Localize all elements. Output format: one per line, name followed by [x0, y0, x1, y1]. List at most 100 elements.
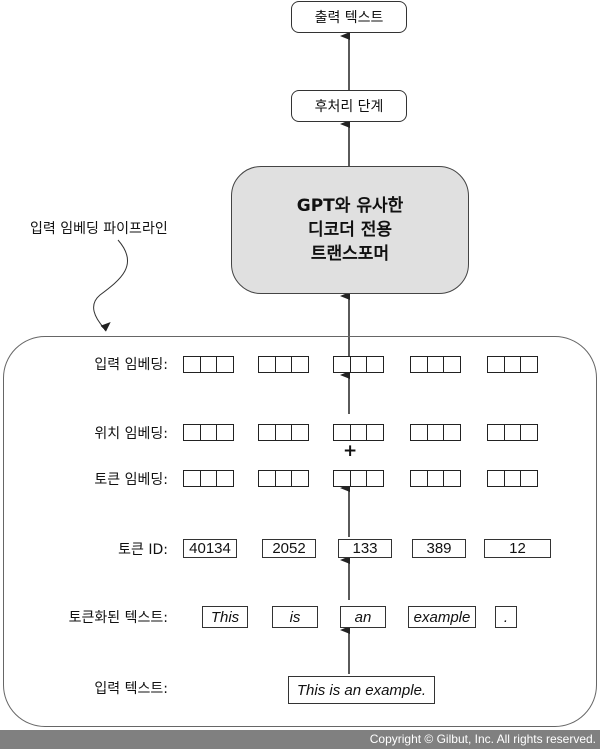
position-embedding-vector: [410, 424, 461, 441]
token-embedding-vector: [183, 470, 234, 487]
embedding-cell: [487, 424, 505, 441]
token-value: example: [413, 608, 471, 626]
token-id-value: 2052: [272, 540, 306, 557]
embedding-cell: [503, 470, 522, 487]
embedding-cell: [183, 470, 201, 487]
token-box: This: [202, 606, 248, 628]
position-embedding-vector: [487, 424, 538, 441]
token-id-value: 40134: [189, 540, 231, 557]
embedding-cell: [183, 356, 201, 373]
postprocess-box: 후처리 단계: [291, 90, 407, 122]
embedding-cell: [410, 470, 428, 487]
embedding-cell: [487, 356, 505, 373]
token-value: .: [503, 608, 509, 626]
token-box: .: [495, 606, 517, 628]
embedding-cell: [183, 424, 201, 441]
token-id-value: 389: [426, 540, 452, 557]
pipeline-container: [3, 336, 597, 727]
embedding-cell: [520, 356, 538, 373]
input-embedding-vector: [333, 356, 384, 373]
input-text-label: 입력 텍스트:: [94, 681, 168, 697]
copyright-footer: Copyright © Gilbut, Inc. All rights rese…: [0, 730, 600, 749]
embedding-cell: [410, 356, 428, 373]
token-value: This: [210, 608, 240, 626]
embedding-cell: [520, 424, 538, 441]
embedding-cell: [258, 470, 276, 487]
embedding-cell: [258, 424, 276, 441]
token-embedding-vector: [258, 470, 309, 487]
gpt-line-2: 디코더 전용: [307, 220, 393, 240]
embedding-cell: [291, 356, 309, 373]
gpt-transformer-box: GPT와 유사한 디코더 전용 트랜스포머: [231, 166, 469, 294]
embedding-cell: [274, 356, 293, 373]
embedding-cell: [426, 356, 445, 373]
embedding-cell: [216, 470, 234, 487]
embedding-cell: [199, 424, 218, 441]
output-text-label: 출력 텍스트: [314, 10, 384, 26]
token-id-label: 토큰 ID:: [118, 542, 168, 558]
token-id-box: 389: [412, 539, 466, 558]
token-box: an: [340, 606, 386, 628]
gpt-line-3: 트랜스포머: [310, 244, 390, 264]
embedding-cell: [520, 470, 538, 487]
token-box: is: [272, 606, 318, 628]
input-embedding-vector: [258, 356, 309, 373]
input-sentence: This is an example.: [296, 681, 427, 699]
embedding-cell: [291, 470, 309, 487]
embedding-cell: [443, 470, 461, 487]
position-embedding-vector: [333, 424, 384, 441]
embedding-cell: [426, 424, 445, 441]
embedding-cell: [349, 356, 368, 373]
input-embedding-vector: [410, 356, 461, 373]
token-box: example: [408, 606, 476, 628]
token-id-value: 12: [509, 540, 526, 557]
embedding-cell: [366, 470, 384, 487]
position-embedding-vector: [258, 424, 309, 441]
embedding-cell: [258, 356, 276, 373]
embedding-cell: [274, 424, 293, 441]
token-embedding-vector: [487, 470, 538, 487]
embedding-cell: [366, 356, 384, 373]
embedding-cell: [487, 470, 505, 487]
embedding-cell: [199, 470, 218, 487]
token-value: is: [289, 608, 301, 626]
token-embedding-label: 토큰 임베딩:: [94, 472, 168, 488]
postprocess-label: 후처리 단계: [314, 99, 384, 115]
embedding-cell: [216, 356, 234, 373]
token-embedding-vector: [333, 470, 384, 487]
token-id-box: 40134: [183, 539, 237, 558]
embedding-cell: [503, 356, 522, 373]
embedding-cell: [426, 470, 445, 487]
embedding-cell: [443, 424, 461, 441]
embedding-cell: [274, 470, 293, 487]
plus-sign: +: [343, 441, 358, 461]
tokenized-text-label: 토큰화된 텍스트:: [68, 610, 168, 626]
gpt-line-1: GPT와 유사한: [296, 196, 404, 216]
embedding-cell: [366, 424, 384, 441]
input-embedding-vector: [183, 356, 234, 373]
token-id-box: 2052: [262, 539, 316, 558]
embedding-cell: [443, 356, 461, 373]
embedding-cell: [333, 356, 351, 373]
pipeline-pointer-arrow: [93, 239, 129, 332]
embedding-cell: [199, 356, 218, 373]
embedding-cell: [349, 470, 368, 487]
embedding-cell: [349, 424, 368, 441]
embedding-cell: [333, 424, 351, 441]
position-embedding-label: 위치 임베딩:: [94, 426, 168, 442]
token-id-box: 133: [338, 539, 392, 558]
embedding-cell: [291, 424, 309, 441]
input-embedding-vector: [487, 356, 538, 373]
embedding-cell: [216, 424, 234, 441]
pipeline-label: 입력 임베딩 파이프라인: [30, 221, 168, 237]
token-id-box: 12: [484, 539, 551, 558]
output-text-box: 출력 텍스트: [291, 1, 407, 33]
embedding-cell: [333, 470, 351, 487]
embedding-cell: [503, 424, 522, 441]
position-embedding-vector: [183, 424, 234, 441]
token-value: an: [354, 608, 372, 626]
token-id-value: 133: [352, 540, 378, 557]
input-embedding-label: 입력 임베딩:: [94, 357, 168, 373]
